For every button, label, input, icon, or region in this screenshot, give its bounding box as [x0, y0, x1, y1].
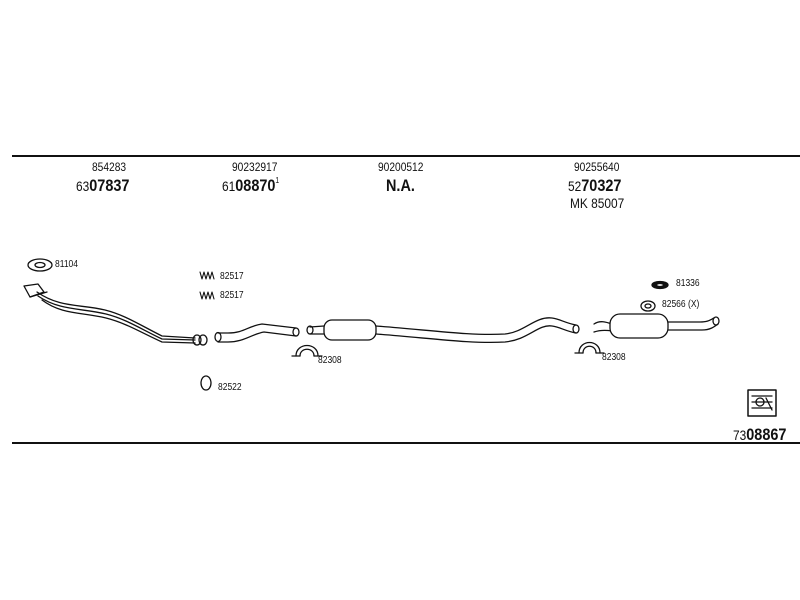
label-bracket-rear: 82308 [602, 352, 626, 363]
label-clamp-b: 82517 [220, 290, 244, 301]
label-ring: 82522 [218, 382, 242, 393]
sealing-ring-icon [200, 375, 212, 391]
oe-number-intermediate-pipe: 90232917 [232, 160, 278, 174]
mount-icon [640, 300, 656, 312]
part-number-middle-silencer: N.A. [386, 176, 415, 195]
label-clamp-a: 82517 [220, 271, 244, 282]
intermediate-pipe-icon [214, 323, 300, 343]
kit-icon [747, 389, 777, 417]
rear-silencer-icon [593, 313, 720, 339]
oe-number-rear-silencer: 90255640 [574, 160, 620, 174]
label-mount: 82566 (X) [662, 299, 700, 310]
bracket-icon-middle [291, 344, 323, 357]
oe-number-front-pipe: 854283 [92, 160, 127, 174]
label-rubber: 81336 [676, 278, 700, 289]
part-number-front-pipe: 6307837 [76, 176, 130, 195]
rubber-mount-icon [651, 280, 669, 290]
oe-number-middle-silencer: 90200512 [378, 160, 424, 174]
gasket-icon [27, 258, 53, 272]
bracket-icon-rear [574, 341, 605, 354]
label-bracket-mid: 82308 [318, 355, 342, 366]
clamp-icon [199, 271, 215, 300]
front-pipe-icon [23, 283, 208, 346]
label-gasket: 81104 [55, 259, 79, 270]
part-number-rear-silencer: 5270327 [568, 176, 622, 195]
middle-silencer-icon [306, 317, 580, 344]
kit-number: 7308867 [733, 425, 787, 444]
bottom-rule [12, 442, 800, 444]
part-number-intermediate-pipe: 61088701 [222, 176, 280, 195]
mk-label: MK 85007 [570, 195, 625, 211]
top-rule [12, 155, 800, 157]
